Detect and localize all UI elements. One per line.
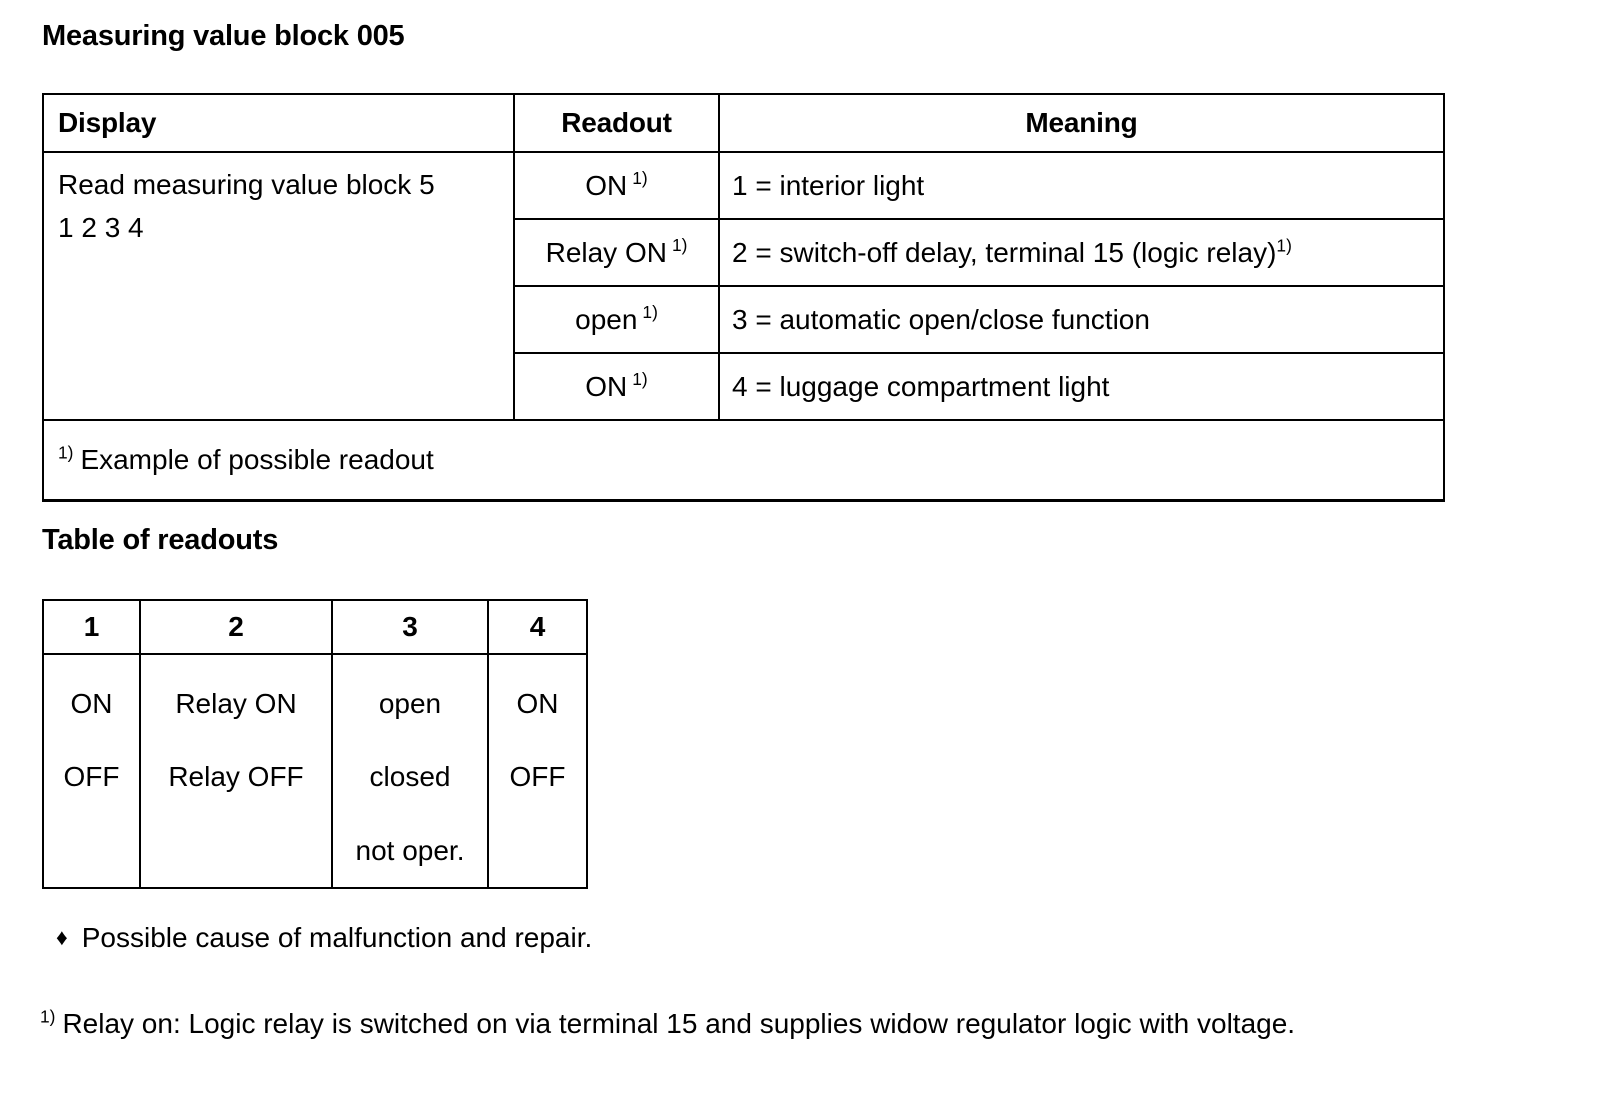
- table-footnote-row: 1) Example of possible readout: [42, 419, 1445, 502]
- table-header-row: Display Readout Meaning: [42, 93, 1445, 153]
- readouts-value: open: [378, 688, 442, 719]
- readout-text-1: ON: [585, 169, 628, 201]
- readouts-value: OFF: [509, 761, 566, 793]
- readouts-value: ON: [516, 688, 559, 719]
- column-header-display: Display: [42, 93, 515, 153]
- meaning-text-4: 4 = luggage compartment light: [732, 370, 1110, 402]
- readouts-column-header-1: 1: [42, 599, 141, 655]
- footnote-marker-icon: 1): [1276, 235, 1292, 256]
- readouts-cell-3: open closed not oper.: [331, 652, 489, 890]
- meaning-text-3: 3 = automatic open/close function: [732, 303, 1150, 335]
- readouts-column-header-2: 2: [139, 599, 333, 655]
- readout-text-3: open: [575, 303, 638, 335]
- page-title: Measuring value block 005: [42, 20, 405, 52]
- table-footnote-text: Example of possible readout: [80, 444, 434, 475]
- measuring-value-block-table: Display Readout Meaning Read measuring v…: [42, 93, 1445, 502]
- table-of-readouts: 1 2 3 4 ON OFF Relay ON Relay OFF open c…: [42, 599, 588, 890]
- readouts-value: not oper.: [355, 834, 465, 866]
- bullet-note: ♦ Possible cause of malfunction and repai…: [56, 922, 592, 954]
- readouts-value: OFF: [63, 761, 120, 793]
- readout-text-4: ON: [585, 370, 628, 402]
- display-cell: Read measuring value block 5 1 2 3 4: [42, 151, 515, 421]
- footnote-marker-icon: 1): [671, 235, 688, 256]
- readouts-value: ON: [70, 688, 113, 719]
- meaning-cell-4: 4 = luggage compartment light: [718, 352, 1445, 421]
- readouts-body-row: ON OFF Relay ON Relay OFF open closed no…: [42, 652, 588, 890]
- footnote-marker-icon: 1): [642, 302, 658, 323]
- footnote-marker-icon: 1): [632, 168, 648, 189]
- readouts-column-header-3: 3: [331, 599, 489, 655]
- footnote-marker-icon: 1): [58, 442, 74, 463]
- readouts-value: Relay OFF: [168, 761, 304, 793]
- readouts-value: closed: [369, 761, 451, 793]
- meaning-cell-1: 1 = interior light: [718, 151, 1445, 220]
- meaning-text-1: 1 = interior light: [732, 169, 925, 201]
- readouts-cell-1: ON OFF: [42, 652, 141, 890]
- meaning-cell-2: 2 = switch-off delay, terminal 15 (logic…: [718, 218, 1445, 287]
- readouts-cell-2: Relay ON Relay OFF: [139, 652, 333, 890]
- display-line-2: 1 2 3 4: [58, 212, 144, 244]
- footnote-marker-icon: 1): [40, 1006, 56, 1027]
- readouts-value: Relay ON: [175, 688, 297, 719]
- column-header-readout: Readout: [513, 93, 720, 153]
- diamond-bullet-icon: ♦: [56, 924, 68, 950]
- readouts-section-title: Table of readouts: [42, 524, 279, 556]
- display-line-1: Read measuring value block 5: [58, 169, 435, 200]
- readouts-header-row: 1 2 3 4: [42, 599, 588, 655]
- page-footnote-text: Relay on: Logic relay is switched on via…: [62, 1008, 1296, 1039]
- readout-text-2: Relay ON: [545, 236, 667, 268]
- meaning-cell-3: 3 = automatic open/close function: [718, 285, 1445, 354]
- page-footnote: 1) Relay on: Logic relay is switched on v…: [40, 1008, 1295, 1040]
- bullet-note-text: Possible cause of malfunction and repair…: [81, 922, 593, 953]
- readouts-column-header-4: 4: [487, 599, 588, 655]
- column-header-meaning: Meaning: [718, 93, 1445, 153]
- meaning-text-2: 2 = switch-off delay, terminal 15 (logic…: [732, 236, 1277, 268]
- footnote-marker-icon: 1): [632, 369, 648, 390]
- readouts-cell-4: ON OFF: [487, 652, 588, 890]
- table-footnote-cell: 1) Example of possible readout: [42, 419, 1445, 502]
